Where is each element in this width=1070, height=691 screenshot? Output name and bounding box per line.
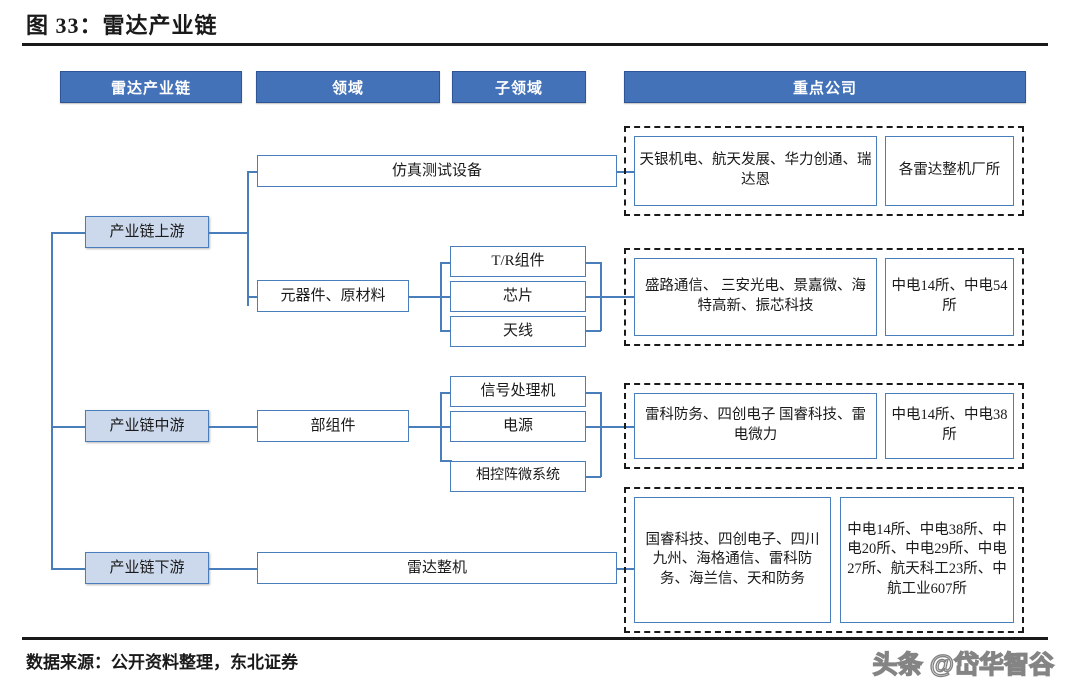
page-title: 图 33：雷达产业链	[26, 13, 218, 38]
line-subassembly-merge-vertical	[600, 392, 602, 477]
stage-downstream-label: 产业链下游	[109, 559, 185, 576]
line-to-signal-processor	[440, 392, 452, 394]
line-to-components	[247, 296, 259, 298]
company-box-subassembly-institutes[interactable]: 中电14所、中电38所	[885, 393, 1014, 459]
data-source-note: 数据来源：公开资料整理，东北证券	[26, 653, 298, 672]
stage-downstream[interactable]: 产业链下游	[85, 552, 209, 584]
line-phased-merge	[585, 476, 601, 478]
domain-components-materials[interactable]: 元器件、原材料	[257, 280, 409, 312]
header-key-companies: 重点公司	[624, 71, 1026, 103]
subdomain-power-supply[interactable]: 电源	[450, 411, 586, 442]
stage-upstream[interactable]: 产业链上游	[85, 216, 209, 248]
line-upstream-out	[209, 232, 249, 234]
line-radar-to-group	[616, 568, 638, 570]
subdomain-chip[interactable]: 芯片	[450, 281, 586, 312]
domain-complete-radar[interactable]: 雷达整机	[257, 552, 617, 584]
company-group-components	[624, 248, 1024, 346]
domain-complete-radar-label: 雷达整机	[406, 559, 467, 576]
line-simulation-to-group	[616, 171, 638, 173]
company-box-components-listed[interactable]: 盛路通信、 三安光电、景嘉微、海特高新、振芯科技	[634, 258, 877, 336]
line-to-power-supply	[440, 426, 452, 428]
company-box-subassembly-listed-label: 雷科防务、四创电子 国睿科技、雷电微力	[644, 407, 867, 443]
subdomain-power-supply-label: 电源	[502, 418, 533, 435]
line-components-merge-vertical	[600, 262, 602, 331]
company-box-subassembly-listed[interactable]: 雷科防务、四创电子 国睿科技、雷电微力	[634, 393, 877, 459]
line-antenna-merge	[585, 330, 601, 332]
line-upstream-split-vertical	[247, 171, 249, 306]
company-box-complete-radar-institutes[interactable]: 中电14所、中电38所、中电20所、中电29所、中电27所、航天科工23所、中航…	[840, 497, 1014, 623]
company-box-complete-radar-institutes-label: 中电14所、中电38所、中电20所、中电29所、中电27所、航天科工23所、中航…	[847, 521, 1007, 597]
company-box-simulation-listed[interactable]: 天银机电、航天发展、华力创通、瑞达恩	[634, 136, 877, 206]
line-to-simulation	[247, 171, 259, 173]
company-box-complete-radar-listed-label: 国睿科技、四创电子、四川九州、海格通信、雷科防务、海兰信、天和防务	[645, 531, 820, 587]
domain-components-materials-label: 元器件、原材料	[280, 287, 386, 304]
watermark-label: 头条 @岱华智谷	[872, 650, 1055, 679]
title-divider	[22, 43, 1048, 46]
trunk-stub-downstream	[51, 568, 85, 570]
company-box-simulation-institutes[interactable]: 各雷达整机厂所	[885, 136, 1014, 206]
stage-midstream-label: 产业链中游	[109, 417, 185, 434]
domain-simulation-test-equipment[interactable]: 仿真测试设备	[257, 155, 617, 187]
stage-upstream-label: 产业链上游	[109, 223, 185, 240]
line-to-chip	[440, 296, 452, 298]
line-signal-merge	[585, 392, 601, 394]
company-group-simulation	[624, 126, 1024, 216]
header-industry-chain: 雷达产业链	[60, 71, 242, 103]
header-subdomain: 子领域	[452, 71, 586, 103]
subdomain-antenna-label: 天线	[502, 323, 533, 340]
header-domain: 领域	[256, 71, 440, 103]
line-to-tr-module	[440, 262, 452, 264]
stage-midstream[interactable]: 产业链中游	[85, 410, 209, 442]
company-box-components-listed-label: 盛路通信、 三安光电、景嘉微、海特高新、振芯科技	[644, 278, 867, 314]
line-midstream-out	[209, 426, 257, 428]
company-box-simulation-listed-label: 天银机电、航天发展、华力创通、瑞达恩	[639, 152, 872, 188]
line-power-merge	[585, 426, 636, 428]
company-box-complete-radar-listed[interactable]: 国睿科技、四创电子、四川九州、海格通信、雷科防务、海兰信、天和防务	[634, 497, 831, 623]
company-box-subassembly-institutes-label: 中电14所、中电38所	[891, 407, 1008, 443]
subdomain-phased-array-microsystem[interactable]: 相控阵微系统	[450, 461, 586, 492]
trunk-stub-upstream	[51, 232, 85, 234]
company-box-components-institutes-label: 中电14所、中电54所	[891, 278, 1008, 314]
subdomain-signal-processor-label: 信号处理机	[480, 383, 556, 400]
company-group-complete-radar	[624, 487, 1024, 633]
subdomain-signal-processor[interactable]: 信号处理机	[450, 376, 586, 407]
subdomain-chip-label: 芯片	[502, 288, 533, 305]
domain-subassembly[interactable]: 部组件	[257, 410, 409, 442]
subdomain-tr-module[interactable]: T/R组件	[450, 246, 586, 277]
company-box-components-institutes[interactable]: 中电14所、中电54所	[885, 258, 1014, 336]
company-group-subassembly	[624, 383, 1024, 469]
subdomain-tr-module-label: T/R组件	[491, 253, 545, 270]
company-box-simulation-institutes-label: 各雷达整机厂所	[898, 162, 1001, 179]
line-downstream-out	[209, 568, 257, 570]
line-to-antenna	[440, 330, 452, 332]
domain-simulation-test-equipment-label: 仿真测试设备	[391, 162, 482, 179]
trunk-stub-midstream	[51, 426, 85, 428]
trunk-vertical-line	[51, 232, 53, 569]
subdomain-antenna[interactable]: 天线	[450, 316, 586, 347]
footer-divider	[22, 637, 1048, 640]
subdomain-phased-array-microsystem-label: 相控阵微系统	[476, 468, 560, 484]
domain-subassembly-label: 部组件	[310, 417, 356, 434]
line-components-out	[408, 296, 442, 298]
line-to-phased-array	[440, 460, 452, 462]
line-chip-merge	[585, 296, 636, 298]
line-subassembly-out	[408, 426, 442, 428]
line-tr-merge	[585, 262, 601, 264]
